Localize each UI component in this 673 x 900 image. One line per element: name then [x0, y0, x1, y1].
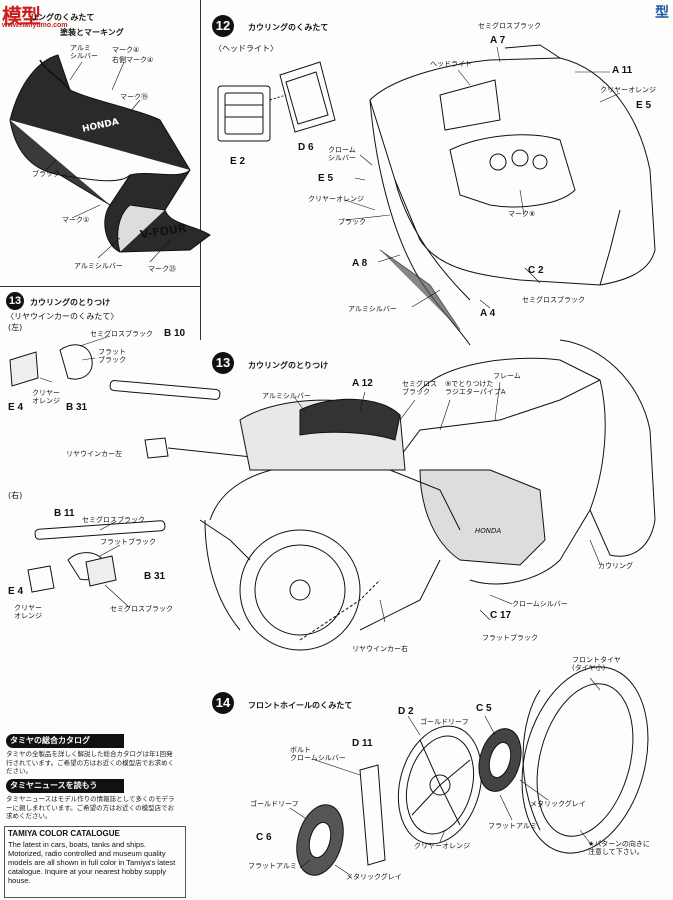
label-alumi-silver: アルミ シルバー: [70, 44, 98, 60]
english-catalog-title: TAMIYA COLOR CATALOGUE: [8, 829, 120, 838]
step-13-small-title: カウリングのとりつけ: [30, 298, 111, 307]
label-B31-l: B 31: [66, 402, 88, 413]
label-metallic-gray2: メタリックグレイ: [530, 800, 586, 808]
label-chrome-silver-12: クローム シルバー: [328, 146, 356, 162]
headlight-drawing: [217, 61, 336, 142]
step-13-main-title: カウリングのとりつけ: [248, 361, 329, 370]
english-catalog-box: [4, 826, 186, 898]
label-clear-orange-r: クリヤー オレンジ: [14, 604, 42, 620]
label-rear-winker-right: リヤウインカー右: [352, 645, 408, 653]
watermark-logo: 模型: [2, 6, 41, 28]
label-chrome-silver-13: クロームシルバー: [512, 600, 568, 608]
upper-cowl-drawing: [369, 44, 656, 346]
label-semigloss-black2-r: セミグロスブラック: [110, 605, 173, 613]
label-E4-r: E 4: [8, 586, 24, 597]
label-gold-leaf: ゴールドリーフ: [420, 718, 469, 726]
motorcycle-drawing: [199, 339, 656, 651]
label-semigloss-black-r: セミグロスブラック: [82, 516, 145, 524]
label-E2: E 2: [230, 156, 246, 167]
label-rear-winker-left: リヤウインカー左: [66, 450, 122, 458]
label-metallic-gray: メタリックグレイ: [346, 873, 402, 881]
label-clear-orange-l: クリヤー オレンジ: [32, 389, 60, 405]
label-mark19: マーク⑲: [120, 93, 148, 101]
label-C6: C 6: [256, 832, 272, 843]
news-body: タミヤニュースはモデル作りの情報誌として多くのモデラーに親しまれています。ご希望…: [6, 795, 175, 820]
watermark-logo-right: 型: [655, 4, 669, 20]
label-B11: B 11: [54, 508, 75, 519]
label-A8: A 8: [352, 258, 368, 269]
label-alumi-silver-13: アルミシルバー: [262, 392, 311, 400]
label-C17: C 17: [490, 610, 512, 621]
label-mark25: マーク㉕: [148, 265, 176, 273]
label-headlight: ヘッドライト: [430, 60, 472, 68]
catalog-body: タミヤの全製品を詳しく解説した総合カタログは年1回発行されています。ご希望の方は…: [6, 750, 175, 775]
engine-logo: HONDA: [475, 527, 502, 535]
top-left-subtitle: 塗装とマーキング: [60, 28, 124, 37]
news-heading: タミヤニュースを読もう: [6, 779, 124, 793]
winker-right-drawing: [27, 520, 166, 593]
label-C5: C 5: [476, 703, 492, 714]
label-B31-r: B 31: [144, 571, 166, 582]
vertical-divider: [200, 0, 201, 340]
step-12-title: カウリングのくみたて: [248, 23, 329, 32]
label-semigloss-black2-12: セミグロスブラック: [522, 296, 585, 304]
label-E5-left: E 5: [318, 173, 334, 184]
label-A4: A 4: [480, 308, 496, 319]
label-cowling: カウリング: [598, 562, 633, 570]
label-D11: D 11: [352, 738, 373, 749]
label-right-side: (右): [8, 491, 23, 500]
label-E5-right: E 5: [636, 100, 652, 111]
label-D6: D 6: [298, 142, 314, 153]
label-black-12: ブラック: [338, 218, 366, 226]
front-wheel-drawing: [296, 666, 649, 876]
label-A11: A 11: [612, 65, 633, 76]
label-gold-leaf2: ゴールドリーフ: [250, 800, 299, 808]
step-13-small-subtitle: 〈リヤウインカーのくみたて〉: [6, 312, 119, 321]
label-alumi-silver2: アルミシルバー: [74, 262, 123, 270]
fairing-drawing: [9, 54, 211, 253]
horizontal-divider-left: [0, 286, 200, 287]
step-13-main-badge: 13: [212, 352, 234, 374]
label-pattern-note: ★パターンの向きに 注意して下さい。: [588, 840, 650, 856]
label-B10: B 10: [164, 328, 186, 339]
label-black: ブラック: [32, 170, 60, 178]
label-right-mark: 右側マーク④: [112, 56, 154, 64]
label-mark4: マーク④: [112, 46, 140, 54]
label-flat-alumi: フラットアルミ: [248, 862, 297, 870]
label-A12: A 12: [352, 378, 373, 389]
label-A7: A 7: [490, 35, 506, 46]
label-C2: C 2: [528, 265, 544, 276]
label-D2: D 2: [398, 706, 414, 717]
label-E4-l: E 4: [8, 402, 24, 413]
step-14-badge: 14: [212, 692, 234, 714]
label-front-tire: フロントタイヤ (タイヤ小): [572, 656, 621, 672]
top-left-title: リングのくみたて: [30, 13, 95, 22]
label-clear-orange2-12: クリヤーオレンジ: [308, 195, 364, 203]
step-13-small-badge: 13: [6, 292, 24, 310]
label-alumi-silver-12: アルミシルバー: [348, 305, 397, 313]
label-semigloss-black-12: セミグロスブラック: [478, 22, 541, 30]
label-flat-alumi2: フラットアルミ: [488, 822, 537, 830]
label-semigloss-black-13: セミグロス ブラック: [402, 380, 437, 396]
label-frame: フレーム: [493, 372, 521, 380]
label-left-side: (左): [8, 323, 23, 332]
label-clear-orange-14: クリヤーオレンジ: [414, 842, 470, 850]
step-14-title: フロントホイールのくみたて: [248, 701, 353, 710]
label-mark8: マーク⑧: [508, 210, 536, 218]
english-catalog-body: The latest in cars, boats, tanks and shi…: [8, 840, 176, 885]
watermark-site: www.hanyumo.com: [2, 22, 68, 29]
label-flat-black-r: フラットブラック: [100, 538, 156, 546]
label-clear-orange-12: クリヤーオレンジ: [600, 86, 656, 94]
label-radiator: ⑨でとりつけた ラジエターパイプA: [445, 380, 506, 396]
label-flat-black-l: フラット ブラック: [98, 348, 126, 364]
headlight-subtitle: 〈ヘッドライト〉: [214, 44, 278, 53]
label-mark1: マーク①: [62, 216, 90, 224]
catalog-heading: タミヤの総合カタログ: [6, 734, 124, 748]
label-flat-black-13: フラットブラック: [482, 634, 538, 642]
step-12-badge: 12: [212, 15, 234, 37]
label-semigloss-black-l: セミグロスブラック: [90, 330, 153, 338]
label-bolt-chrome: ボルト クロームシルバー: [290, 746, 346, 762]
